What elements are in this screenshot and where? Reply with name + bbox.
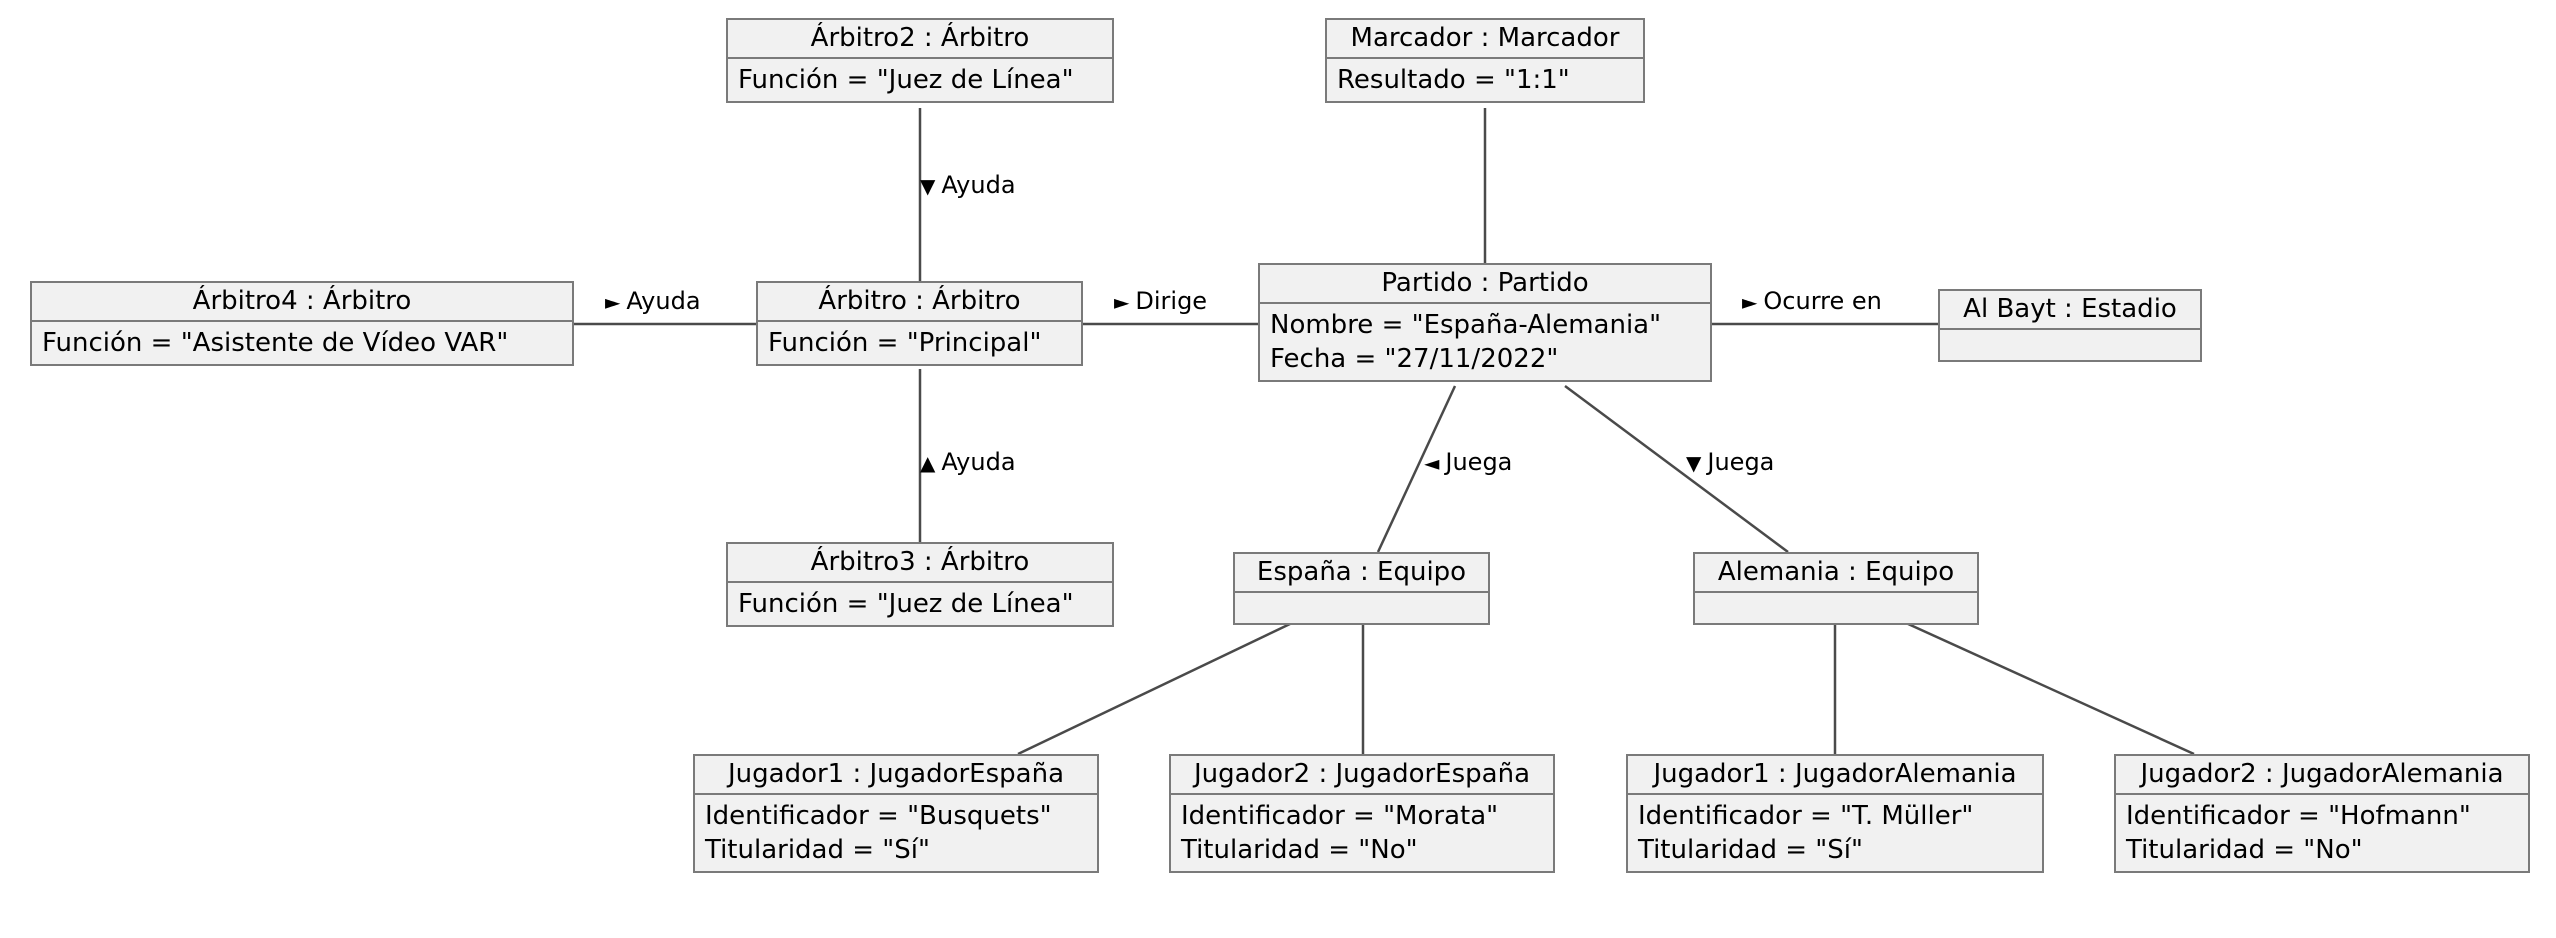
object-attributes: Resultado = "1:1" xyxy=(1327,59,1643,101)
attribute: Función = "Juez de Línea" xyxy=(738,65,1074,95)
object-alemania-jugador2[interactable]: Jugador2 : JugadorAlemania Identificador… xyxy=(2114,754,2530,873)
arrow-right-icon: ► xyxy=(1742,290,1758,314)
arrow-left-icon: ◄ xyxy=(1424,451,1440,475)
object-alemania[interactable]: Alemania : Equipo xyxy=(1693,552,1979,625)
object-title: Árbitro4 : Árbitro xyxy=(32,283,572,322)
object-arbitro3[interactable]: Árbitro3 : Árbitro Función = "Juez de Lí… xyxy=(726,542,1114,627)
object-arbitro[interactable]: Árbitro : Árbitro Función = "Principal" xyxy=(756,281,1083,366)
link-label-ocurre-en: ►Ocurre en xyxy=(1742,286,1882,317)
link-label-text: Juega xyxy=(1707,448,1775,476)
object-title: Árbitro3 : Árbitro xyxy=(728,544,1112,583)
attribute: Titularidad = "No" xyxy=(2126,835,2363,865)
link-espana-jugador1 xyxy=(1017,621,1293,756)
attribute: Identificador = "T. Müller" xyxy=(1638,801,1974,831)
object-title: Jugador2 : JugadorEspaña xyxy=(1171,756,1553,795)
link-alemania-jugador2 xyxy=(1905,621,2195,756)
object-arbitro4[interactable]: Árbitro4 : Árbitro Función = "Asistente … xyxy=(30,281,574,366)
object-attributes: Nombre = "España-Alemania" Fecha = "27/1… xyxy=(1260,304,1710,380)
object-espana-jugador1[interactable]: Jugador1 : JugadorEspaña Identificador =… xyxy=(693,754,1099,873)
link-partido-espana xyxy=(1376,385,1457,553)
object-espana-jugador2[interactable]: Jugador2 : JugadorEspaña Identificador =… xyxy=(1169,754,1555,873)
arrow-up-icon: ▲ xyxy=(920,451,936,475)
attribute: Titularidad = "Sí" xyxy=(1638,835,1863,865)
link-label-dirige: ►Dirige xyxy=(1114,286,1207,317)
object-attributes xyxy=(1940,330,2200,360)
object-attributes: Identificador = "Hofmann" Titularidad = … xyxy=(2116,795,2528,871)
link-label-text: Ayuda xyxy=(941,448,1016,476)
link-label-juega-espana: ◄Juega xyxy=(1424,447,1512,478)
object-title: Jugador1 : JugadorEspaña xyxy=(695,756,1097,795)
object-title: Al Bayt : Estadio xyxy=(1940,291,2200,330)
object-title: Marcador : Marcador xyxy=(1327,20,1643,59)
link-label-ayuda-bottom: ▲Ayuda xyxy=(920,447,1016,478)
link-partido-alemania xyxy=(1564,384,1789,554)
object-attributes xyxy=(1695,593,1977,623)
arrow-right-icon: ► xyxy=(1114,290,1130,314)
object-title: España : Equipo xyxy=(1235,554,1488,593)
object-espana[interactable]: España : Equipo xyxy=(1233,552,1490,625)
object-title: Árbitro2 : Árbitro xyxy=(728,20,1112,59)
attribute: Titularidad = "No" xyxy=(1181,835,1418,865)
arrow-right-icon: ► xyxy=(605,290,621,314)
attribute: Identificador = "Busquets" xyxy=(705,801,1052,831)
attribute: Función = "Juez de Línea" xyxy=(738,589,1074,619)
object-arbitro2[interactable]: Árbitro2 : Árbitro Función = "Juez de Lí… xyxy=(726,18,1114,103)
link-label-text: Ayuda xyxy=(626,287,701,315)
object-marcador[interactable]: Marcador : Marcador Resultado = "1:1" xyxy=(1325,18,1645,103)
attribute: Resultado = "1:1" xyxy=(1337,65,1570,95)
object-title: Jugador2 : JugadorAlemania xyxy=(2116,756,2528,795)
object-attributes: Función = "Juez de Línea" xyxy=(728,59,1112,101)
object-attributes xyxy=(1235,593,1488,623)
attribute: Identificador = "Morata" xyxy=(1181,801,1499,831)
object-attributes: Función = "Asistente de Vídeo VAR" xyxy=(32,322,572,364)
object-attributes: Identificador = "T. Müller" Titularidad … xyxy=(1628,795,2042,871)
attribute: Fecha = "27/11/2022" xyxy=(1270,344,1559,374)
attribute: Titularidad = "Sí" xyxy=(705,835,930,865)
link-label-juega-alemania: ▼Juega xyxy=(1686,447,1774,478)
attribute: Función = "Principal" xyxy=(768,328,1042,358)
link-label-ayuda-top: ▼Ayuda xyxy=(920,170,1016,201)
object-attributes: Función = "Juez de Línea" xyxy=(728,583,1112,625)
link-label-ayuda-left: ►Ayuda xyxy=(605,286,701,317)
arrow-down-icon: ▼ xyxy=(920,174,936,198)
attribute: Identificador = "Hofmann" xyxy=(2126,801,2471,831)
object-title: Partido : Partido xyxy=(1260,265,1710,304)
arrow-down-icon: ▼ xyxy=(1686,451,1702,475)
object-albayt[interactable]: Al Bayt : Estadio xyxy=(1938,289,2202,362)
object-alemania-jugador1[interactable]: Jugador1 : JugadorAlemania Identificador… xyxy=(1626,754,2044,873)
object-attributes: Identificador = "Busquets" Titularidad =… xyxy=(695,795,1097,871)
object-title: Jugador1 : JugadorAlemania xyxy=(1628,756,2042,795)
link-label-text: Juega xyxy=(1445,448,1513,476)
object-attributes: Identificador = "Morata" Titularidad = "… xyxy=(1171,795,1553,871)
object-attributes: Función = "Principal" xyxy=(758,322,1081,364)
attribute: Función = "Asistente de Vídeo VAR" xyxy=(42,328,509,358)
link-label-text: Ayuda xyxy=(941,171,1016,199)
link-label-text: Dirige xyxy=(1135,287,1208,315)
object-title: Alemania : Equipo xyxy=(1695,554,1977,593)
attribute: Nombre = "España-Alemania" xyxy=(1270,310,1662,340)
link-label-text: Ocurre en xyxy=(1763,287,1882,315)
object-title: Árbitro : Árbitro xyxy=(758,283,1081,322)
object-partido[interactable]: Partido : Partido Nombre = "España-Alema… xyxy=(1258,263,1712,382)
